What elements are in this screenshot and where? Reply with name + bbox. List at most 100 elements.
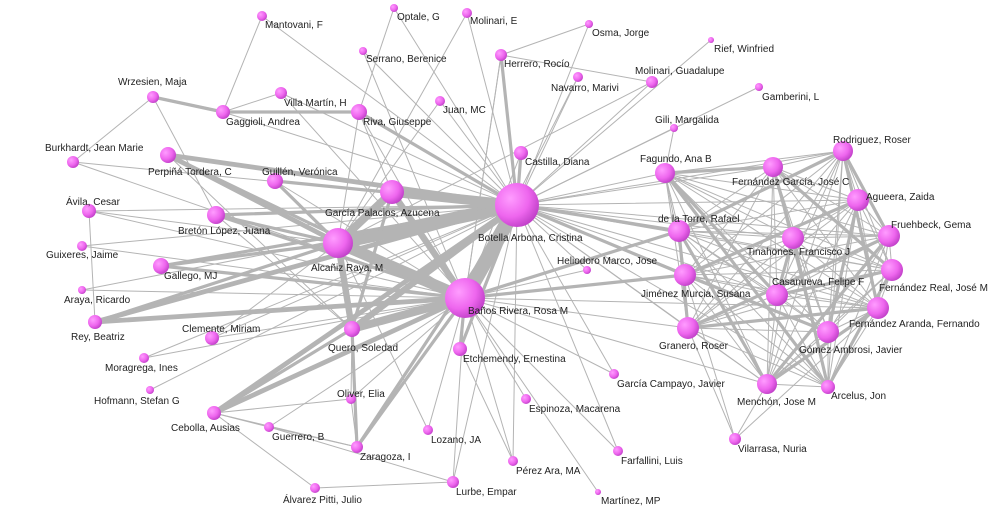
node-molinari-e[interactable] xyxy=(462,8,472,18)
node-guerrero-b[interactable] xyxy=(264,422,274,432)
node-burkhardt-jean-marie[interactable] xyxy=(67,156,79,168)
edge-molinari-e-botella-arbona-cristina xyxy=(466,12,518,206)
node-mantovani-f[interactable] xyxy=(257,11,267,21)
node-avila-cesar[interactable] xyxy=(82,204,96,218)
node-fernandez-aranda-fernando[interactable] xyxy=(867,297,889,319)
edge-menchon-jose-m-fagundo-ana-b xyxy=(664,172,768,385)
node-gaggioli-andrea[interactable] xyxy=(216,105,230,119)
edge-gaggioli-andrea-wrzesien-maja xyxy=(151,95,225,114)
node-fruehbeck-gema[interactable] xyxy=(878,225,900,247)
node-zaragoza-i[interactable] xyxy=(351,441,363,453)
edge-botella-arbona-cristina-gaggioli-andrea xyxy=(222,111,518,206)
node-casanueva-felipe-f[interactable] xyxy=(766,284,788,306)
node-navarro-marivi[interactable] xyxy=(573,72,583,82)
edge-botella-arbona-cristina-etchemendy-ernestina xyxy=(458,203,519,351)
node-guixeres-jaime[interactable] xyxy=(77,241,87,251)
node-gamberini-l[interactable] xyxy=(755,83,763,91)
node-herrero-rocio[interactable] xyxy=(495,49,507,61)
edge-granero-roser-agueera-zaida xyxy=(687,199,859,329)
node-jimenez-murcia-susana[interactable] xyxy=(674,264,696,286)
node-cebolla-ausias[interactable] xyxy=(207,406,221,420)
edge-menchon-jose-m-rodriguez-roser xyxy=(766,150,844,385)
node-fernandez-garcia-jose-c[interactable] xyxy=(763,157,783,177)
edge-serrano-berenice-banos-rivera-rosa-m xyxy=(362,50,466,299)
node-menchon-jose-m[interactable] xyxy=(757,374,777,394)
node-label: Wrzesien, Maja xyxy=(118,77,187,88)
node-label: Farfallini, Luis xyxy=(621,456,683,467)
edge-gaggioli-andrea-villa-martin-h xyxy=(222,92,282,113)
node-heliodoro-marco-jose[interactable] xyxy=(583,266,591,274)
node-fagundo-ana-b[interactable] xyxy=(655,163,675,183)
node-agueera-zaida[interactable] xyxy=(847,189,869,211)
node-clemente-miriam[interactable] xyxy=(205,331,219,345)
node-juan-mc[interactable] xyxy=(435,96,445,106)
node-riva-giuseppe[interactable] xyxy=(351,104,367,120)
node-osma-jorge[interactable] xyxy=(585,20,593,28)
edge-garcia-campayo-javier-botella-arbona-cristina xyxy=(516,204,615,375)
node-label: Gallego, MJ xyxy=(164,271,217,282)
node-lurbe-empar[interactable] xyxy=(447,476,459,488)
node-label: Moragrega, Ines xyxy=(105,363,178,374)
node-alcaniz-raya-m[interactable] xyxy=(323,228,353,258)
node-label: Navarro, Marivi xyxy=(551,83,619,94)
node-perez-ara-ma[interactable] xyxy=(508,456,518,466)
node-fernandez-real-jose-m[interactable] xyxy=(881,259,903,281)
node-oliver-elia[interactable] xyxy=(346,394,356,404)
node-quero-soledad[interactable] xyxy=(344,321,360,337)
node-granero-roser[interactable] xyxy=(677,317,699,339)
node-etchemendy-ernestina[interactable] xyxy=(453,342,467,356)
node-banos-rivera-rosa-m[interactable] xyxy=(445,278,485,318)
node-lozano-ja[interactable] xyxy=(423,425,433,435)
node-moragrega-ines[interactable] xyxy=(139,353,149,363)
node-espinoza-macarena[interactable] xyxy=(521,394,531,404)
node-label: Molinari, E xyxy=(470,16,518,27)
node-hofmann-stefan-g[interactable] xyxy=(146,386,154,394)
node-label: Baños Rivera, Rosa M xyxy=(468,306,568,317)
node-optale-g[interactable] xyxy=(390,4,398,12)
node-serrano-berenice[interactable] xyxy=(359,47,367,55)
node-arcelus-jon[interactable] xyxy=(821,380,835,394)
node-gomez-ambrosi-javier[interactable] xyxy=(817,321,839,343)
edge-banos-rivera-rosa-m-rey-beatriz xyxy=(92,295,468,325)
edge-arcelus-jon-fagundo-ana-b xyxy=(663,171,830,389)
node-botella-arbona-cristina[interactable] xyxy=(495,183,539,227)
node-villa-martin-h[interactable] xyxy=(275,87,287,99)
node-molinari-guadalupe[interactable] xyxy=(646,76,658,88)
edge-menchon-jose-m-agueera-zaida xyxy=(766,199,859,385)
node-rey-beatriz[interactable] xyxy=(88,315,102,329)
edge-guillen-veronica-banos-rivera-rosa-m xyxy=(274,180,466,299)
edge-fagundo-ana-b-botella-arbona-cristina xyxy=(516,172,666,206)
edge-fernandez-garcia-jose-c-fagundo-ana-b xyxy=(663,165,775,175)
edge-moragrega-ines-botella-arbona-cristina xyxy=(143,204,518,359)
edge-rief-winfried-botella-arbona-cristina xyxy=(516,39,712,206)
node-guillen-veronica[interactable] xyxy=(267,173,283,189)
node-perpina-tordera-c[interactable] xyxy=(160,147,176,163)
node-wrzesien-maja[interactable] xyxy=(147,91,159,103)
edge-jimenez-murcia-susana-fernandez-real-jose-m xyxy=(684,269,893,276)
edge-menchon-jose-m-de-la-torre-rafael xyxy=(677,229,769,386)
node-garcia-palacios-azucena[interactable] xyxy=(380,180,404,204)
edge-cebolla-ausias-oliver-elia xyxy=(213,398,352,414)
node-tinahones-francisco-j[interactable] xyxy=(782,227,804,249)
node-araya-ricardo[interactable] xyxy=(78,286,86,294)
node-rodriguez-roser[interactable] xyxy=(833,141,853,161)
edge-agueera-zaida-fernandez-garcia-jose-c xyxy=(772,166,859,201)
node-gili-margalida[interactable] xyxy=(670,124,678,132)
node-vilarrasa-nuria[interactable] xyxy=(729,433,741,445)
edge-fernandez-garcia-jose-c-botella-arbona-cristina xyxy=(516,166,774,206)
node-garcia-campayo-javier[interactable] xyxy=(609,369,619,379)
edge-araya-ricardo-banos-rivera-rosa-m xyxy=(81,289,466,299)
node-label: Rief, Winfried xyxy=(714,44,774,55)
node-gallego-mj[interactable] xyxy=(153,258,169,274)
node-alvarez-pitti-julio[interactable] xyxy=(310,483,320,493)
node-martinez-mp[interactable] xyxy=(595,489,601,495)
node-breton-lopez-juana[interactable] xyxy=(207,206,225,224)
edge-menchon-jose-m-fernandez-garcia-jose-c xyxy=(766,166,774,385)
edge-menchon-jose-m-fruehbeck-gema xyxy=(765,234,891,386)
edge-castilla-diana-banos-rivera-rosa-m xyxy=(464,152,522,299)
node-de-la-torre-rafael[interactable] xyxy=(668,220,690,242)
node-farfallini-luis[interactable] xyxy=(613,446,623,456)
node-rief-winfried[interactable] xyxy=(708,37,714,43)
edge-botella-arbona-cristina-herrero-rocio xyxy=(499,53,519,207)
node-castilla-diana[interactable] xyxy=(514,146,528,160)
